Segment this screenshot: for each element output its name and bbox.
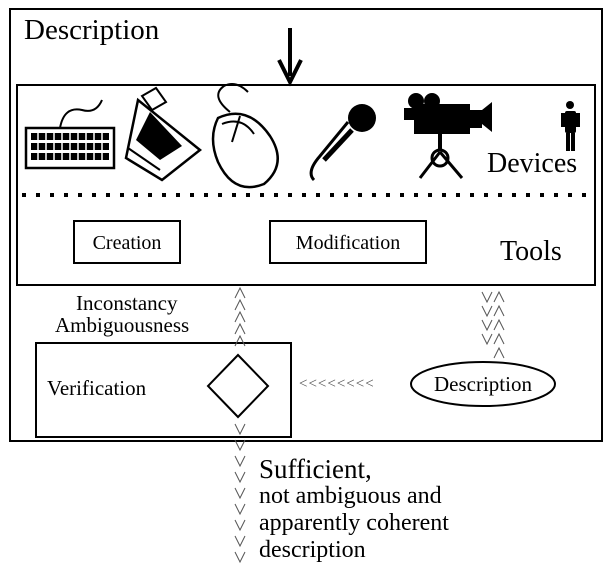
verification-diamond: [206, 353, 270, 419]
person-icon: [561, 101, 580, 151]
keyboard-icon: [24, 99, 116, 170]
video-camera-icon: [404, 93, 492, 179]
description-frame-title: Description: [24, 14, 160, 46]
creation-label: Creation: [92, 232, 162, 254]
tools-label: Tools: [500, 236, 562, 267]
result-line-1: Sufficient,: [259, 454, 372, 484]
microphone-icon: [309, 104, 376, 182]
result-line-3: apparently coherent: [259, 510, 449, 536]
verification-label: Verification: [47, 376, 147, 400]
description-arrow-glyphs: <<<<<<<<: [299, 376, 375, 392]
description-node-label: Description: [434, 372, 532, 396]
input-arrow: [277, 28, 303, 87]
output-down-arrow: [234, 423, 246, 564]
description-link-arrow: [481, 290, 505, 359]
result-line-4: description: [259, 537, 366, 563]
feedback-up-arrow: [234, 286, 246, 347]
creation-box: [73, 220, 181, 264]
modification-label: Modification: [295, 232, 401, 254]
devices-label: Devices: [487, 148, 578, 179]
description-ellipse: [410, 361, 556, 407]
modification-box: [269, 220, 427, 264]
mouse-icon: [211, 83, 279, 189]
inconstancy-label: Inconstancy: [76, 291, 178, 315]
result-line-2: not ambiguous and: [259, 483, 442, 509]
tablet-stylus-icon: [124, 86, 203, 182]
ambiguousness-label: Ambiguousness: [55, 313, 190, 337]
